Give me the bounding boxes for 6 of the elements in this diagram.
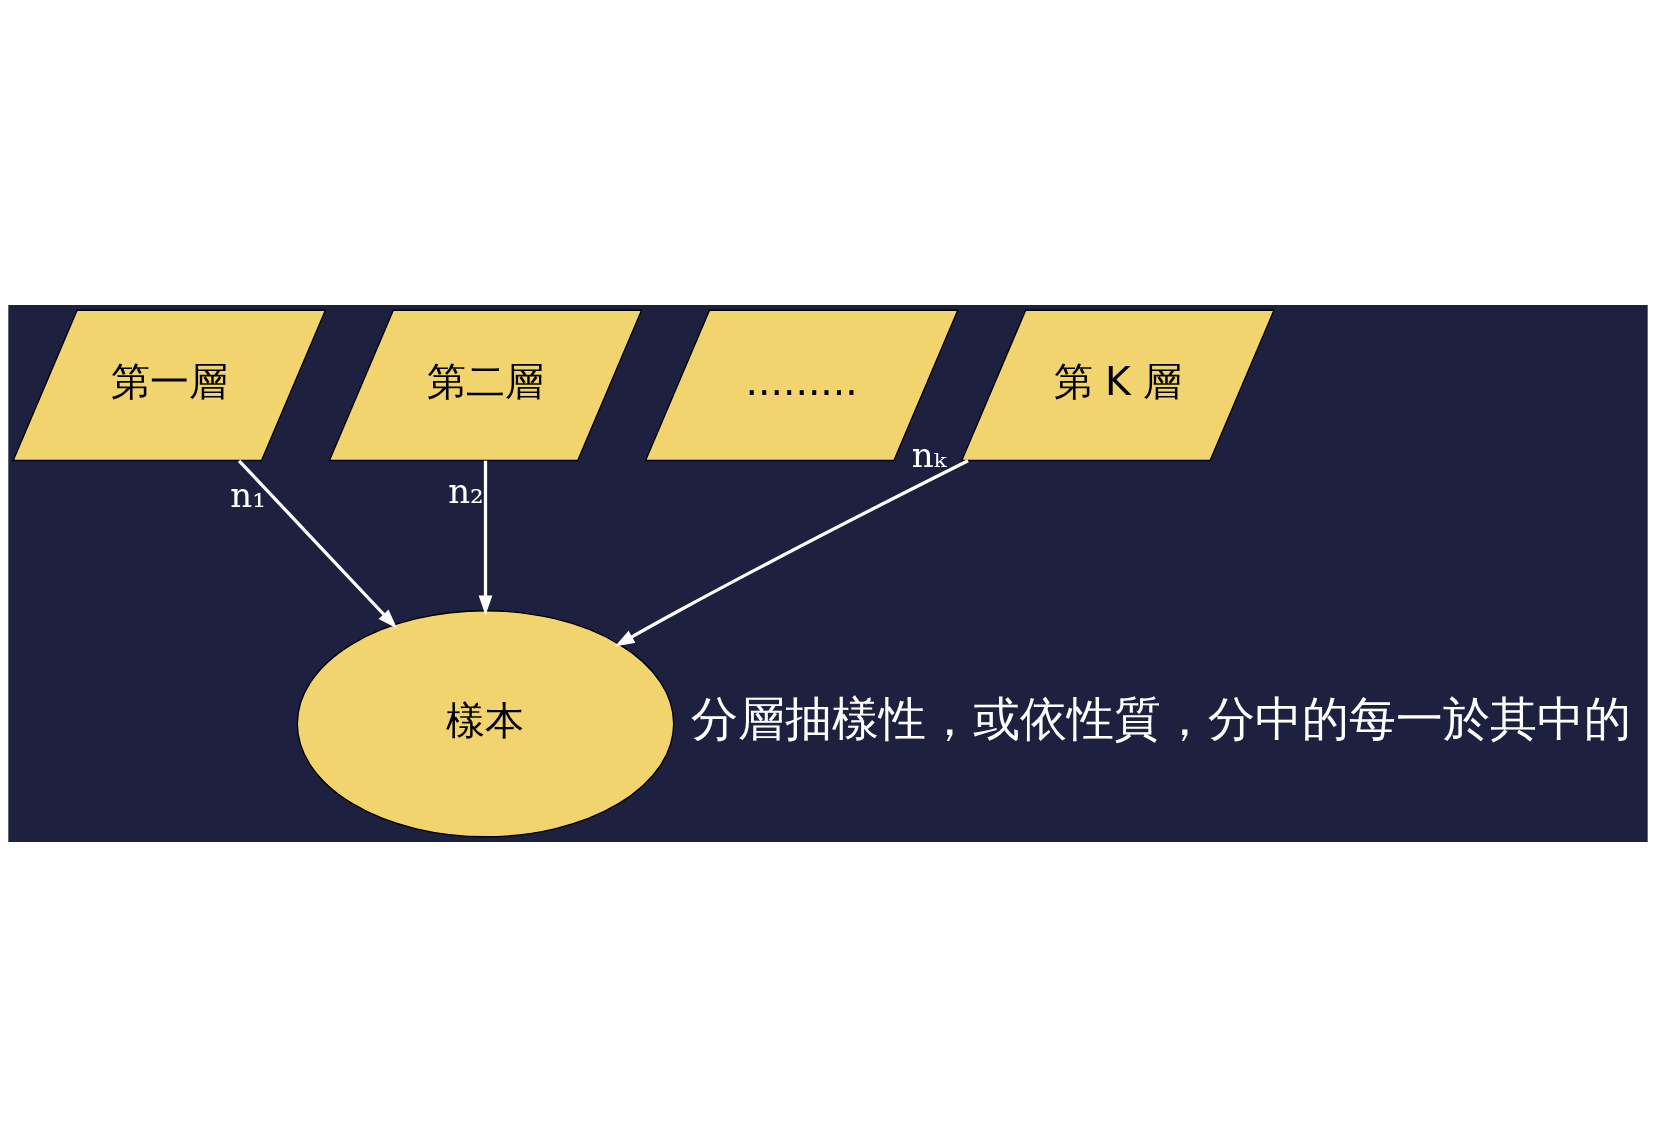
edge-label: n₂ (448, 470, 484, 511)
arrow (614, 459, 969, 647)
label: 分層抽樣性，或依性質，分中的每一於其中的 (691, 691, 1631, 747)
edge-label: n₁ (230, 475, 266, 516)
arrow (478, 460, 493, 616)
arrow (237, 459, 398, 629)
